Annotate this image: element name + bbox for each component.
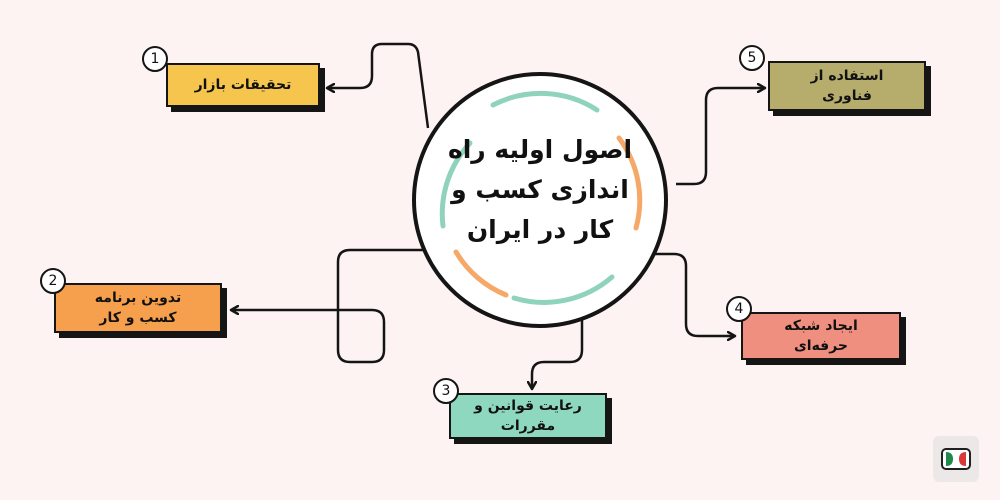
hub-arc-right-orange bbox=[616, 135, 643, 231]
step-box-1: تحقیقات بازار bbox=[166, 63, 320, 107]
step-box-4: ایجاد شبکه حرفه‌ای bbox=[741, 312, 901, 360]
hub-title-line-2: اندازی کسب و bbox=[451, 175, 629, 204]
step-badge-2: 2 bbox=[40, 268, 66, 294]
hub-arcs bbox=[439, 90, 643, 305]
central-hub: اصول اولیه راه اندازی کسب و کار در ایران bbox=[412, 72, 668, 328]
step-label-4: ایجاد شبکه حرفه‌ای bbox=[784, 316, 858, 356]
connector-step-4 bbox=[644, 252, 734, 336]
brand-logo-glyph bbox=[941, 448, 971, 470]
step-5-line-1: استفاده از bbox=[810, 68, 884, 84]
step-badge-1: 1 bbox=[142, 46, 168, 72]
step-5-line-2: فناوری bbox=[822, 88, 872, 104]
connector-step-1 bbox=[328, 42, 430, 129]
step-4-line-1: ایجاد شبکه bbox=[784, 318, 858, 334]
step-label-1: تحقیقات بازار bbox=[195, 75, 292, 95]
step-2-line-1: تدوین برنامه bbox=[94, 290, 182, 306]
hub-arc-bottom-teal bbox=[511, 274, 615, 305]
step-3-line-1: رعایت قوانین و bbox=[474, 398, 582, 414]
step-box-3: رعایت قوانین و مقررات bbox=[449, 393, 607, 439]
brand-logo-icon bbox=[933, 436, 979, 482]
step-box-2: تدوین برنامه کسب و کار bbox=[54, 283, 222, 333]
step-box-5: استفاده از فناوری bbox=[768, 61, 926, 111]
step-badge-3: 3 bbox=[433, 378, 459, 404]
step-4-line-2: حرفه‌ای bbox=[793, 338, 849, 354]
hub-title-line-1: اصول اولیه راه bbox=[447, 135, 633, 164]
step-1-line-1: تحقیقات بازار bbox=[194, 77, 292, 93]
hub-title-line-3: کار در ایران bbox=[466, 215, 614, 244]
connector-step-2 bbox=[232, 248, 438, 364]
step-badge-5: 5 bbox=[739, 45, 765, 71]
step-2-line-2: کسب و کار bbox=[99, 310, 177, 326]
step-label-5: استفاده از فناوری bbox=[811, 66, 884, 106]
connector-step-5 bbox=[676, 88, 764, 186]
step-3-line-2: مقررات bbox=[500, 418, 556, 434]
hub-title: اصول اولیه راه اندازی کسب و کار در ایران bbox=[434, 130, 646, 250]
hub-arc-top-teal bbox=[490, 90, 600, 113]
hub-arc-bottom-orange bbox=[453, 249, 509, 298]
hub-arc-left-teal bbox=[439, 140, 473, 229]
connector-step-3 bbox=[532, 308, 584, 388]
step-label-3: رعایت قوانین و مقررات bbox=[474, 396, 582, 436]
step-badge-4: 4 bbox=[726, 296, 752, 322]
step-label-2: تدوین برنامه کسب و کار bbox=[95, 288, 181, 328]
